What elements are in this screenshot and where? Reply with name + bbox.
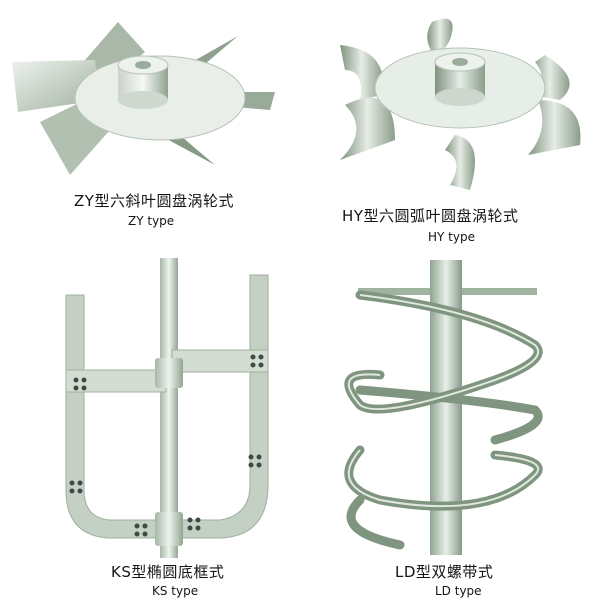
ld-english-label: LD type bbox=[435, 584, 482, 598]
ks-agitator-image bbox=[65, 258, 269, 558]
ld-agitator-image bbox=[344, 260, 543, 555]
ks-agitator-panel: KS型椭圆底框式 KS type bbox=[0, 250, 300, 600]
zy-chinese-label: ZY型六斜叶圆盘涡轮式 bbox=[74, 192, 234, 210]
hy-chinese-label: HY型六圆弧叶圆盘涡轮式 bbox=[342, 207, 519, 225]
zy-impeller-image bbox=[12, 22, 275, 175]
hy-impeller-panel: HY型六圆弧叶圆盘涡轮式 HY type bbox=[300, 0, 600, 250]
hy-impeller-image bbox=[340, 18, 581, 190]
ld-agitator-panel: LD型双螺带式 LD type bbox=[300, 250, 600, 600]
ks-chinese-label: KS型椭圆底框式 bbox=[111, 563, 225, 581]
ks-english-label: KS type bbox=[152, 584, 199, 598]
hy-english-label: HY type bbox=[428, 230, 475, 244]
zy-english-label: ZY type bbox=[128, 214, 175, 228]
ld-chinese-label: LD型双螺带式 bbox=[395, 563, 494, 581]
zy-impeller-panel: ZY型六斜叶圆盘涡轮式 ZY type bbox=[0, 0, 300, 245]
